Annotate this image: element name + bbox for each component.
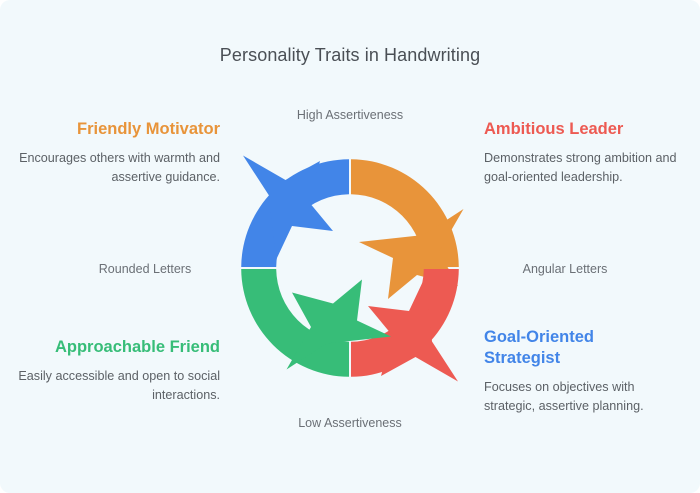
quadrant-goal-oriented-strategist: Goal-Oriented Strategist Focuses on obje… (484, 327, 674, 415)
axis-label-angular-letters: Angular Letters (522, 262, 608, 276)
quadrant-friendly-motivator: Friendly Motivator Encourages others wit… (18, 119, 220, 186)
quadrant-description-ambitious-leader: Demonstrates strong ambition and goal-or… (484, 151, 677, 184)
quadrant-heading-approachable-friend: Approachable Friend (54, 338, 220, 356)
quadrant-ambitious-leader: Ambitious Leader Demonstrates strong amb… (484, 119, 684, 186)
page-title: Personality Traits in Handwriting (219, 45, 481, 65)
quadrant-heading-goal-oriented-strategist: Goal-Oriented Strategist (484, 328, 595, 368)
cycle-ring-diagram (241, 155, 464, 382)
quadrant-heading-ambitious-leader: Ambitious Leader (484, 120, 624, 138)
ring-segment-bottom-left (241, 269, 391, 377)
ring-segment-bottom-right (351, 269, 459, 382)
quadrant-approachable-friend: Approachable Friend Easily accessible an… (12, 337, 220, 404)
quadrant-description-friendly-motivator: Encourages others with warmth and assert… (19, 151, 220, 184)
axis-label-low-assertiveness: Low Assertiveness (298, 416, 402, 430)
ring-segment-top-left (241, 155, 349, 267)
quadrant-description-goal-oriented-strategist: Focuses on objectives with strategic, as… (484, 380, 644, 413)
axis-label-high-assertiveness: High Assertiveness (296, 108, 404, 122)
quadrant-description-approachable-friend: Easily accessible and open to social int… (18, 369, 220, 402)
quadrant-heading-friendly-motivator: Friendly Motivator (76, 120, 220, 138)
axis-label-rounded-letters: Rounded Letters (98, 262, 192, 276)
